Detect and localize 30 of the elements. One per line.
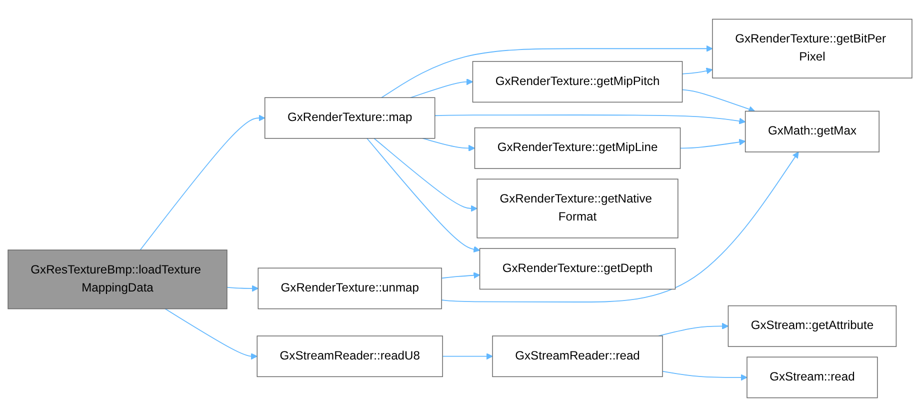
arrow	[434, 114, 746, 124]
arrow	[381, 45, 713, 98]
node-box: GxStream::getAttribute	[728, 305, 897, 347]
node-box: GxRenderTexture::unmap	[258, 268, 442, 310]
arrow	[442, 353, 493, 360]
node-box: GxRenderTexture::getMipPitch	[472, 61, 683, 103]
arrow	[680, 138, 746, 149]
node-box: GxStreamReader::readU8	[256, 336, 443, 378]
node-box: GxResTextureBmp::loadTexture MappingData	[8, 250, 228, 310]
arrow	[682, 68, 713, 74]
node-box: GxRenderTexture::getNative Format	[476, 178, 678, 238]
node-box: GxRenderTexture::getMipLine	[474, 127, 681, 169]
node-box: GxRenderTexture::getBitPer Pixel	[712, 18, 912, 78]
arrow	[422, 138, 476, 152]
arrow	[164, 308, 258, 360]
node-box: GxStream::read	[746, 356, 878, 398]
arrow	[658, 322, 729, 336]
node-box: GxMath::getMax	[744, 110, 880, 152]
arrow	[441, 272, 480, 279]
node-box: GxRenderTexture::map	[264, 97, 436, 139]
arrow	[374, 138, 478, 212]
node-box: GxStreamReader::read	[492, 336, 663, 378]
arrow	[682, 89, 756, 112]
arrow	[662, 370, 748, 381]
arrow	[441, 152, 799, 302]
arrow	[226, 285, 258, 292]
arrow	[140, 114, 266, 250]
arrow	[410, 78, 474, 98]
node-box: GxRenderTexture::getDepth	[479, 248, 676, 290]
arrow	[366, 138, 480, 253]
